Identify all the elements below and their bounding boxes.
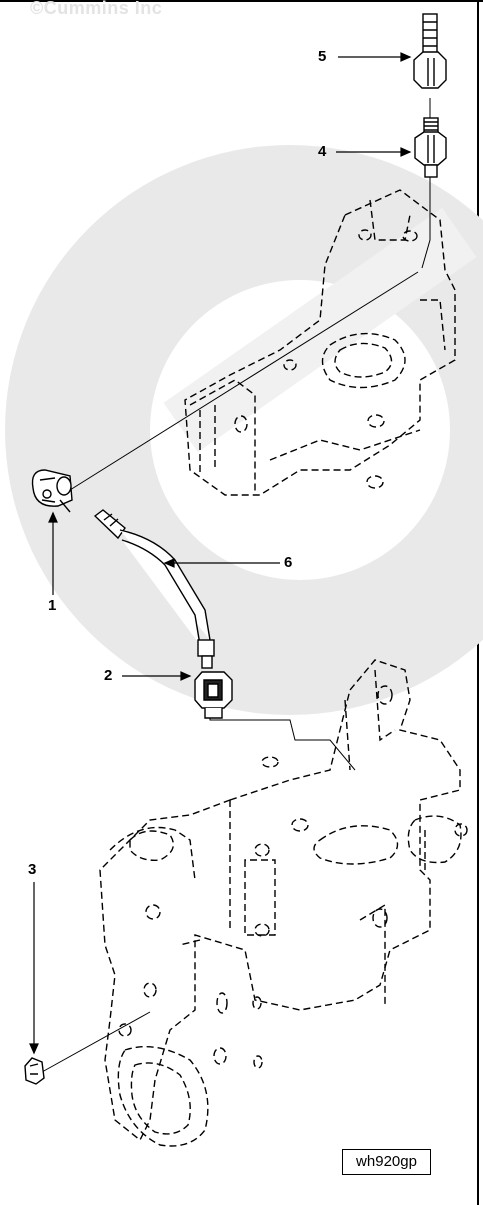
elbow-fitting [31, 469, 73, 507]
figure-id-label: wh920gp [342, 1149, 431, 1175]
hose-barb-fitting [413, 13, 447, 89]
pipe-plug [24, 1057, 45, 1085]
adapter-nut [194, 671, 233, 719]
threaded-connector [414, 117, 447, 178]
callout-label-4: 4 [318, 143, 327, 160]
callout-label-2: 2 [104, 667, 113, 684]
copyright-watermark: ©Cummins Inc [30, 0, 163, 18]
lower-block [99, 659, 468, 1147]
callout-label-6: 6 [284, 554, 293, 571]
callout-label-3: 3 [28, 861, 37, 878]
frame-top-border [0, 0, 483, 2]
upper-housing [184, 189, 456, 496]
callout-leaders [29, 52, 412, 1055]
bent-tube [59, 499, 215, 669]
callout-label-1: 1 [48, 597, 57, 614]
watermark-logo [5, 145, 483, 715]
callout-label-5: 5 [318, 48, 327, 65]
